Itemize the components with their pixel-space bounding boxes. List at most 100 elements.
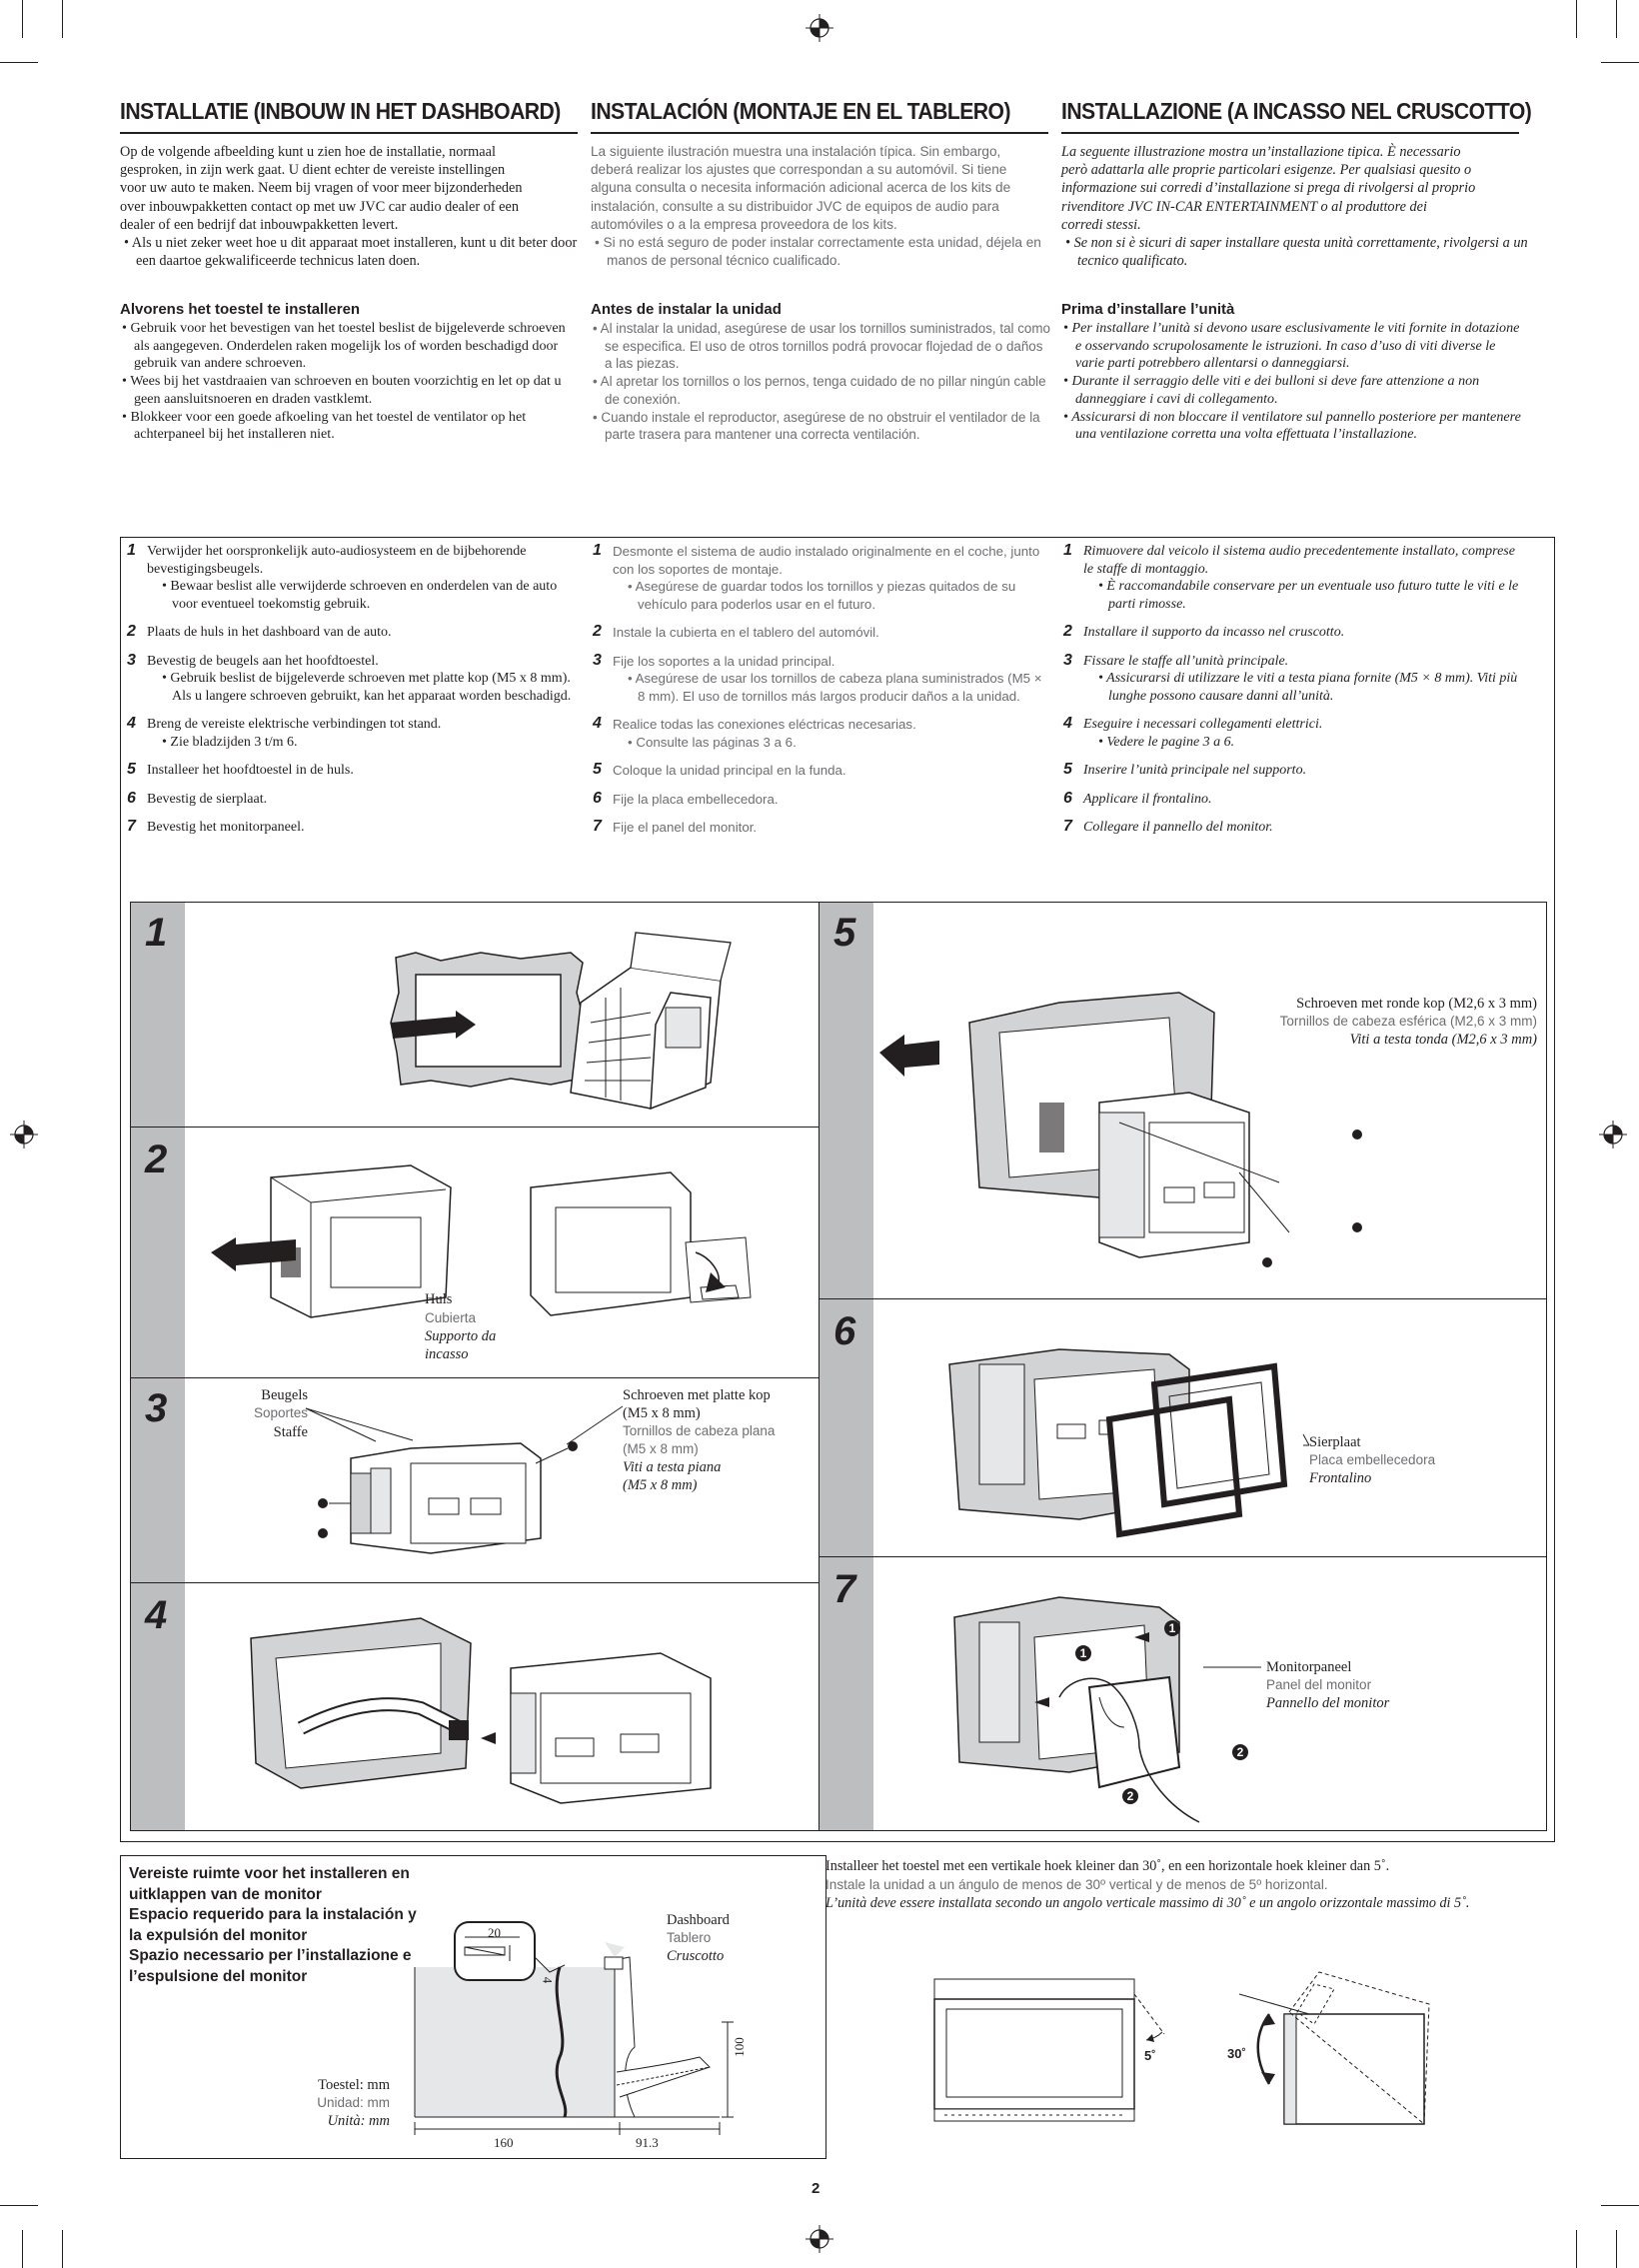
intro-bullet: • Si no está seguro de poder instalar co…: [595, 235, 1041, 269]
step-text: Fije el panel del monitor.: [613, 820, 758, 835]
angle-instructions: Installeer het toestel met een vertikale…: [825, 1857, 1525, 1913]
dashboard-it: Cruscotto: [667, 1948, 725, 1964]
intro-line: automóviles o a la empresa proveedora de…: [591, 216, 897, 232]
bracket-label-nl: Beugels: [261, 1387, 308, 1403]
clearance-dimension-diagram: [414, 1921, 734, 2135]
round-screw-it: Viti a testa tonda (M2,6 x 3 mm): [1349, 1032, 1537, 1048]
trim-plate-illustration: [948, 1348, 1288, 1538]
title-rule: [1061, 132, 1519, 134]
round-screw-icon: [1262, 1257, 1272, 1267]
callout-1-label: 1: [1168, 1621, 1176, 1635]
registration-mark-icon: [10, 1121, 38, 1148]
trim-plate-nl: Sierplaat: [1309, 1434, 1361, 1450]
intro-line: voor uw auto te maken. Neem bij vragen o…: [120, 180, 523, 197]
crop-mark: [0, 2205, 38, 2206]
dim-160: 160: [494, 2135, 514, 2150]
crop-mark: [1601, 2205, 1639, 2206]
crop-mark: [0, 62, 38, 63]
before-list-it: • Per installare l’unità si devono usare…: [1061, 320, 1521, 444]
step-number: 6: [593, 789, 602, 807]
wiring-connection-illustration: [250, 1617, 712, 1804]
trim-plate-es: Placa embellecedora: [1309, 1452, 1436, 1467]
step-text: Desmonte el sistema de audio instalado o…: [613, 544, 1040, 577]
intro-line: alguna consulta o necesita información a…: [591, 180, 1011, 196]
list-item: • Durante il serraggio delle viti e dei …: [1063, 373, 1480, 407]
required-space-title: Vereiste ruimte voor het installeren en …: [129, 1864, 417, 1987]
step-sub: • Gebruik beslist de bijgeleverde schroe…: [162, 671, 572, 704]
bracket-label-it: Staffe: [273, 1424, 308, 1440]
intro-line: over inbouwpakketten contact op met uw J…: [120, 198, 519, 215]
step-item: 1 Desmonte el sistema de audio instalado …: [586, 542, 1050, 613]
step-sub: • Consulte las páginas 3 a 6.: [628, 734, 797, 750]
title-line: la expulsión del monitor: [129, 1926, 308, 1944]
monitor-panel-es: Panel del monitor: [1266, 1677, 1372, 1692]
round-screw-labels: Schroeven met ronde kop (M2,6 x 3 mm) To…: [1199, 995, 1537, 1049]
intro-bullet: • Als u niet zeker weet hoe u dit appara…: [124, 235, 578, 270]
title-line: Spazio necessario per l’installazione e: [129, 1947, 412, 1964]
list-item-text: Durante il serraggio delle viti e dei bu…: [1071, 373, 1480, 407]
section-title-es: INSTALACIÓN (MONTAJE EN EL TABLERO): [591, 98, 1010, 124]
before-heading-it: Prima d’installare l’unità: [1061, 301, 1235, 318]
panel-number: 4: [145, 1593, 168, 1637]
figure-panel-5: 5 Schroeven met ronde kop (M2,6 x 3 mm) …: [819, 902, 1547, 1299]
panel-strip: [131, 1583, 185, 1830]
dim-4: 4: [540, 1976, 556, 1984]
intro-line: La seguente illustrazione mostra un’inst…: [1061, 144, 1461, 160]
step-text: Bevestig het monitorpaneel.: [147, 820, 305, 835]
title-line: l’espulsione del monitor: [129, 1967, 308, 1985]
callout-1-icon: [1075, 1645, 1091, 1661]
flat-screw-es-2: (M5 x 8 mm): [623, 1441, 699, 1456]
round-screw-icon: [1352, 1222, 1362, 1232]
panel-strip: [820, 1557, 873, 1830]
callout-1-icon: [1164, 1620, 1180, 1636]
panel-strip: [820, 903, 873, 1298]
horizontal-angle-label: 5˚: [1144, 2048, 1156, 2063]
leader-lines: [1203, 1666, 1261, 1668]
callout-2-label: 2: [1126, 1789, 1134, 1803]
list-item-text: Gebruik voor het bevestigen van het toes…: [130, 320, 566, 372]
sleeve-label-it-1: Supporto da: [425, 1328, 497, 1344]
intro-it: La seguente illustrazione mostra un’inst…: [1061, 143, 1531, 270]
figure-panel-6: 6 Sierplaat Placa embellecedora Frontali…: [819, 1298, 1547, 1557]
flat-screw-it-1: Viti a testa piana: [623, 1459, 722, 1475]
step-sub: • Bewaar beslist alle verwijderde schroe…: [162, 579, 558, 612]
step-number: 7: [1063, 818, 1072, 835]
list-item: • Gebruik voor het bevestigen van het to…: [122, 320, 566, 372]
intro-bullet-text: Si no está seguro de poder instalar corr…: [603, 235, 1041, 269]
step-text: Fissare le staffe all’unità principale.: [1083, 653, 1289, 669]
panel-strip: [131, 1378, 185, 1582]
step-item: 2 Installare il supporto da incasso nel c…: [1056, 623, 1526, 642]
bracket-label-es: Soportes: [253, 1405, 308, 1420]
step-number: 1: [593, 542, 602, 559]
trim-plate-it: Frontalino: [1309, 1470, 1372, 1486]
step-number: 3: [1063, 651, 1072, 669]
required-space-box: [120, 1855, 826, 2159]
step-text: Coloque la unidad principal en la funda.: [613, 763, 846, 778]
step-text: Installeer het hoofdtoestel in de huls.: [147, 763, 354, 778]
step-number: 2: [1063, 623, 1072, 640]
sleeve-label-es: Cubierta: [425, 1310, 477, 1325]
step-text: Fije los soportes a la unidad principal.: [613, 653, 835, 669]
leader-lines: [305, 1405, 624, 1445]
callout-1-label: 1: [1079, 1646, 1087, 1660]
step-text: Rimuovere dal veicolo il sistema audio p…: [1083, 544, 1515, 577]
vertical-angle-illustration: [1238, 1971, 1430, 2126]
step-sub-text: Vedere le pagine 3 a 6.: [1106, 734, 1235, 750]
panel-number: 1: [145, 911, 168, 955]
round-screw-nl: Schroeven met ronde kop (M2,6 x 3 mm): [1296, 996, 1537, 1012]
step-text: Installare il supporto da incasso nel cr…: [1083, 625, 1345, 640]
intro-line: informazione sui corredi d’installazione…: [1061, 180, 1476, 197]
step-sub-text: Asegúrese de usar los tornillos de cabez…: [635, 671, 1042, 704]
step-sub: • Asegúrese de usar los tornillos de cab…: [628, 671, 1042, 704]
registration-mark-icon: [806, 2225, 833, 2253]
